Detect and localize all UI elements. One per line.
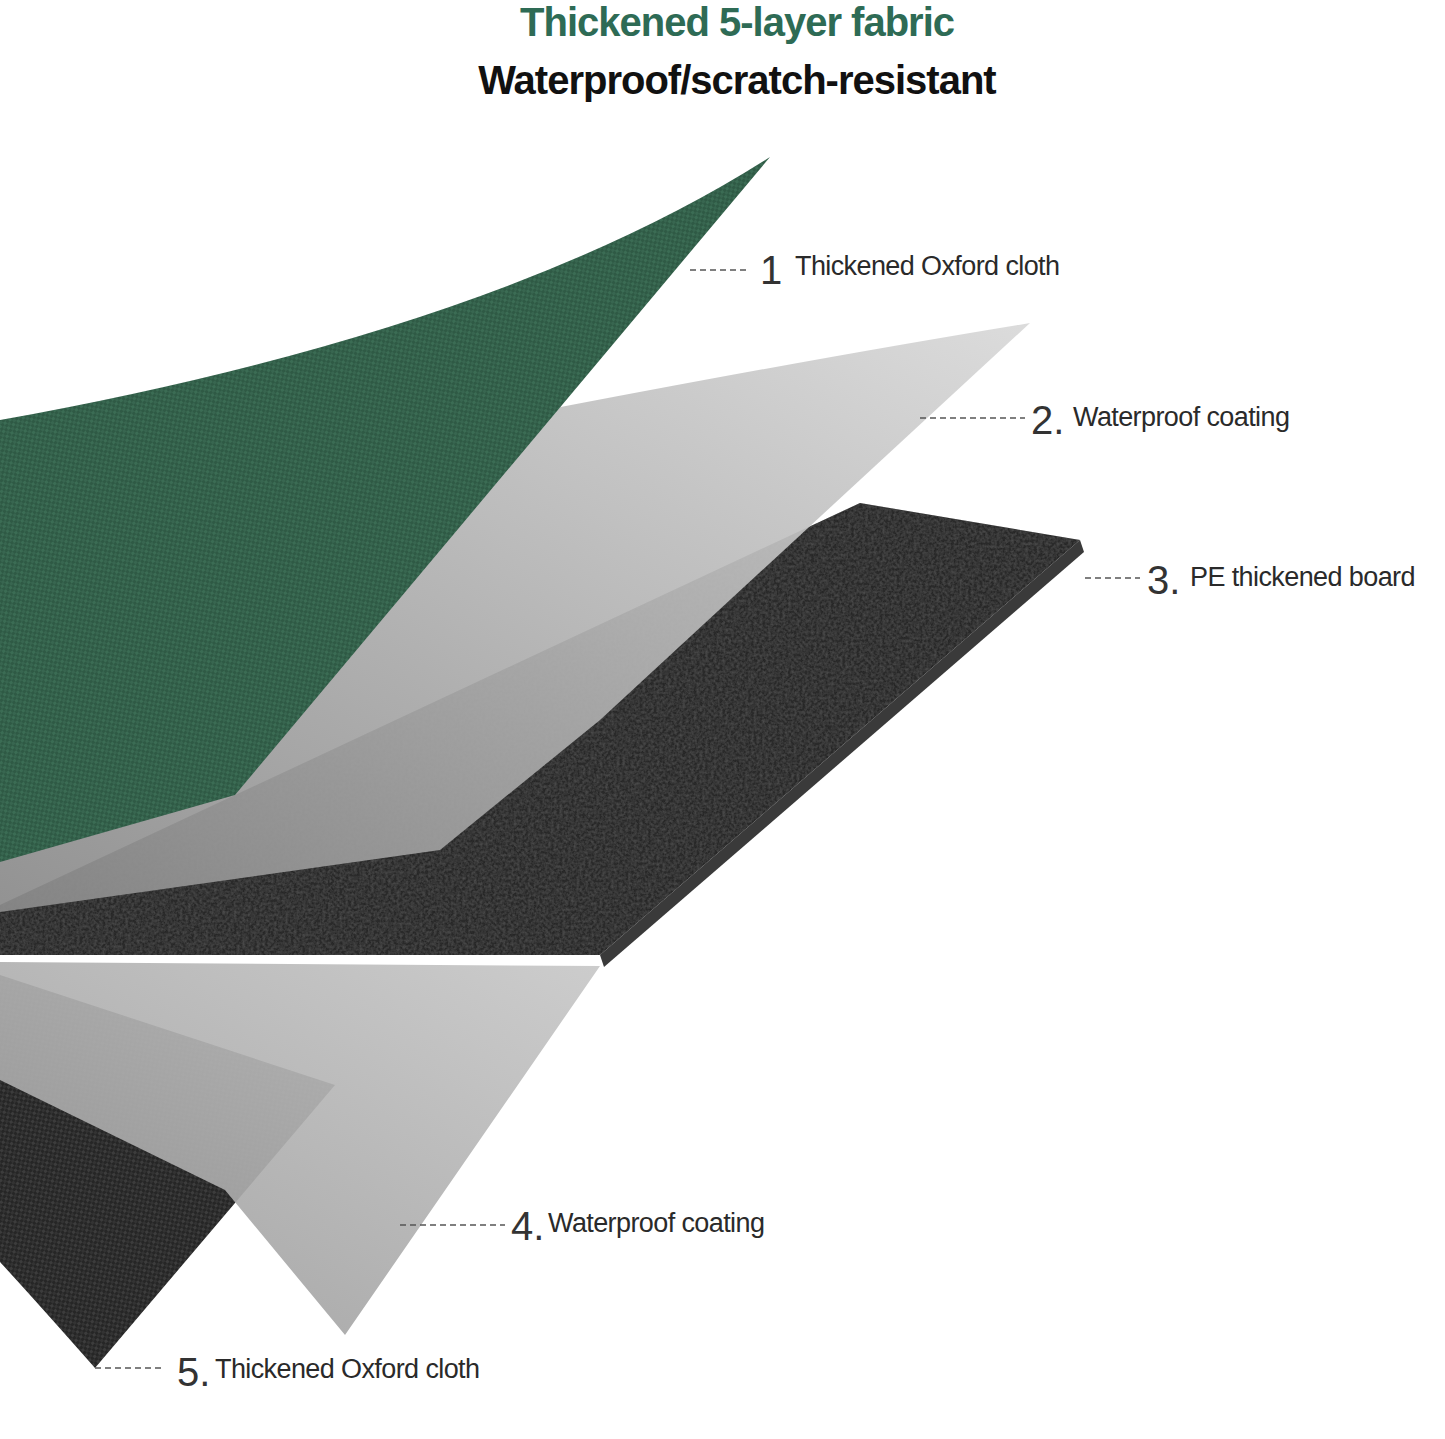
callout-number: 4. xyxy=(511,1206,544,1246)
lower-coating-layer xyxy=(0,962,600,1335)
leader-line xyxy=(400,1224,505,1226)
subtitle: Waterproof/scratch-resistant xyxy=(478,58,995,103)
title: Thickened 5-layer fabric xyxy=(520,0,954,45)
layer-label: Waterproof coating xyxy=(1073,404,1289,431)
layer-label: Thickened Oxford cloth xyxy=(215,1356,479,1383)
layer-label: Waterproof coating xyxy=(548,1210,764,1237)
callout-number: 1 xyxy=(760,250,782,290)
layer-label: Thickened Oxford cloth xyxy=(795,253,1059,280)
leader-line xyxy=(920,417,1025,419)
top-oxford-layer xyxy=(0,157,770,862)
callout-number: 2. xyxy=(1031,400,1064,440)
callout-number: 3. xyxy=(1147,560,1180,600)
leader-line xyxy=(690,269,748,271)
layer-label: PE thickened board xyxy=(1190,564,1415,591)
leader-line xyxy=(95,1367,165,1369)
leader-line xyxy=(1085,577,1140,579)
callout-number: 5. xyxy=(177,1352,210,1392)
